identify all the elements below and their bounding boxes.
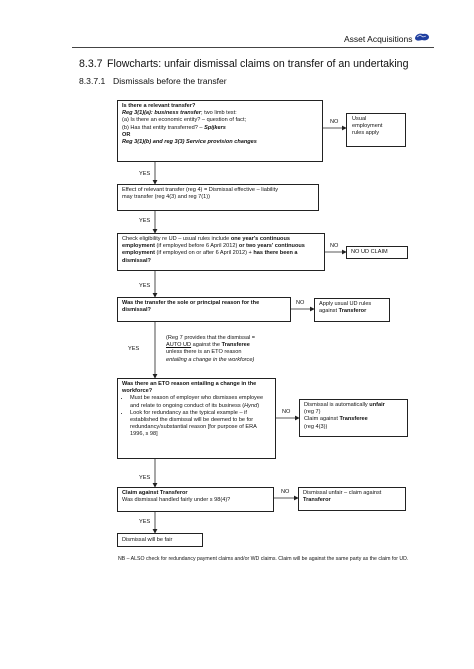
claim-transferor-heading: Claim against Transferor <box>122 490 188 496</box>
eto-bullet-1-end: ) <box>257 402 260 409</box>
relevant-transfer-question-box: Is there a relevant transfer? Reg 3(1)(a… <box>117 100 323 162</box>
dismissal-unfair-line-1: Dismissal unfair – claim against <box>303 490 382 496</box>
reg7-note-line-3: unless there is an ETO reason <box>166 349 242 356</box>
apply-usual-rules-box: Apply usual UD rules against Transferor <box>314 298 390 322</box>
or-text: OR <box>122 131 131 138</box>
eligibility-text-h: has there been a dismissal? <box>122 250 298 264</box>
reg7-transferee: Transferee <box>221 342 250 349</box>
running-header: Asset Acquisitions <box>344 34 413 44</box>
auto-unfair-text: Dismissal is automatically <box>304 402 370 408</box>
eto-bullet-1: Must be reason of employer who dismisses… <box>130 395 271 409</box>
effect-box: Effect of relevant transfer (reg 4) = Di… <box>117 184 319 211</box>
auto-unfair-reg7: (reg 7) <box>304 409 321 416</box>
usual-rules-line-2: employment <box>352 123 383 130</box>
subsection-number: 8.3.7.1 <box>79 76 106 86</box>
business-transfer-label: Reg 3(1)(a): business transfer <box>122 110 201 117</box>
eligibility-text-f: continuous employment <box>122 243 305 257</box>
yes-label-1: YES <box>139 171 151 177</box>
no-label-4: NO <box>282 409 291 415</box>
auto-unfair-bold: unfair <box>369 402 385 408</box>
dismissal-unfair-box: Dismissal unfair – claim against Transfe… <box>298 487 406 511</box>
auto-unfair-claim-against: Claim against <box>304 416 340 423</box>
reg7-auto-ud: AUTO UD <box>166 342 192 349</box>
dismissal-fair-text: Dismissal will be fair <box>122 537 173 543</box>
subsection-title-text: Dismissals before the transfer <box>113 76 227 86</box>
economic-entity-question: (a) Is there an economic entity? – quest… <box>122 117 247 124</box>
no-label-1: NO <box>330 119 339 125</box>
claim-transferor-question: Was dismissal handled fairly under s 98(… <box>122 497 231 504</box>
eto-bullet-1-text: Must be reason of employer who dismisses… <box>130 395 264 409</box>
claim-transferor-box: Claim against Transferor Was dismissal h… <box>117 487 274 512</box>
hynd-case: Hynd <box>244 402 258 409</box>
yes-label-4: YES <box>128 346 140 352</box>
usual-rules-line-1: Usual <box>352 116 367 122</box>
no-label-2: NO <box>330 243 339 249</box>
eto-bullet-2: Look for redundancy as the typical examp… <box>130 410 271 439</box>
dismissal-fair-box: Dismissal will be fair <box>117 533 203 547</box>
publisher-logo <box>415 33 429 41</box>
auto-unfair-transferee: Transferee <box>339 416 368 423</box>
no-label-3: NO <box>296 300 305 306</box>
effect-line-1: Effect of relevant transfer (reg 4) = Di… <box>122 187 279 193</box>
reg7-note-line-1: (Reg 7 provides that the dismissal = <box>166 335 256 341</box>
effect-line-2: may transfer (reg 4(3) and reg 7(1)) <box>122 194 210 201</box>
eligibility-text-d: (if employed before 6 April 2012) <box>154 243 239 250</box>
dismissal-unfair-transferor: Transferor <box>303 497 331 504</box>
footnote: NB – ALSO check for redundancy payment c… <box>118 556 409 562</box>
subsection-heading: 8.3.7.1 Dismissals before the transfer <box>79 76 227 86</box>
usual-rules-line-3: rules apply <box>352 130 380 137</box>
auto-unfair-reg4: (reg 4(3)) <box>304 423 328 430</box>
reg7-against-the: against the <box>191 342 222 349</box>
two-limb-test-text: ; two limb test: <box>200 110 237 117</box>
eligibility-text-e: or two years' <box>238 243 274 250</box>
eligibility-text-a: Check eligibility re UD – usual rules in… <box>122 236 231 242</box>
yes-label-6: YES <box>139 519 151 525</box>
section-number: 8.3.7 <box>79 58 103 70</box>
eligibility-text-c: employment <box>122 243 155 250</box>
auto-unfair-box: Dismissal is automatically unfair (reg 7… <box>299 399 408 437</box>
yes-label-3: YES <box>139 283 151 289</box>
eto-reason-box: Was there an ETO reason entailing a chan… <box>117 378 276 459</box>
apply-usual-line-1: Apply usual UD rules <box>319 301 372 307</box>
apply-usual-transferor: Transferor <box>338 308 367 315</box>
eto-heading: Was there an ETO reason entailing a chan… <box>122 381 257 395</box>
entity-transferred-question: (b) Has that entity transferred? – <box>122 124 205 131</box>
yes-label-5: YES <box>139 475 151 481</box>
service-provision-changes: Reg 3(1)(b) and reg 3(3) Service provisi… <box>122 139 257 146</box>
reg7-note-line-4: entailing a change in the workforce) <box>166 356 255 363</box>
yes-label-2: YES <box>139 218 151 224</box>
relevant-transfer-heading: Is there a relevant transfer? <box>122 103 196 109</box>
no-ud-claim-text: NO UD CLAIM <box>351 249 388 255</box>
apply-usual-against: against <box>319 308 339 315</box>
usual-rules-box: Usual employment rules apply <box>346 113 406 147</box>
spijkers-case: Spijkers <box>204 124 226 131</box>
section-title-text: Flowcharts: unfair dismissal claims on t… <box>107 58 409 70</box>
eligibility-text-g: (if employed on or after 6 April 2012) + <box>154 250 254 257</box>
reg7-note: (Reg 7 provides that the dismissal = AUT… <box>166 335 316 364</box>
section-heading: 8.3.7 Flowcharts: unfair dismissal claims… <box>79 58 408 70</box>
no-label-5: NO <box>281 489 290 495</box>
sole-reason-line-2: dismissal? <box>122 307 151 314</box>
header-rule <box>72 47 434 48</box>
sole-reason-line-1: Was the transfer the sole or principal r… <box>122 300 260 306</box>
sole-reason-box: Was the transfer the sole or principal r… <box>117 297 291 322</box>
eligibility-box: Check eligibility re UD – usual rules in… <box>117 233 325 271</box>
eligibility-text-b: one year's continuous <box>230 236 290 242</box>
no-ud-claim-box: NO UD CLAIM <box>346 246 408 259</box>
